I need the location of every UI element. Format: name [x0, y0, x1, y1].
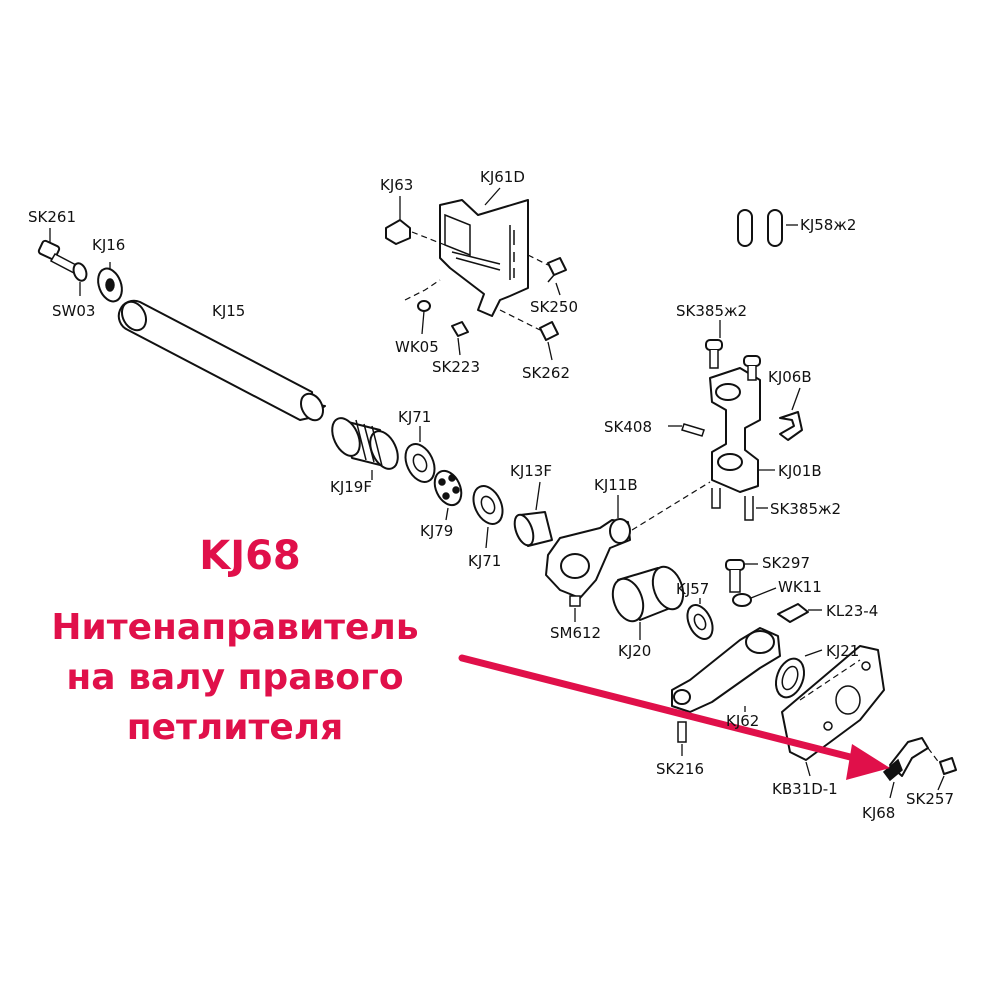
bracket-kj61d	[439, 187, 529, 317]
label-kj20: KJ20	[618, 642, 651, 660]
screws-sk385-bottom	[711, 488, 768, 521]
label-kj63: KJ63	[380, 176, 413, 194]
label-kj21: KJ21	[826, 642, 859, 660]
label-kj11b: KJ11B	[594, 476, 638, 494]
washer-wk11	[732, 587, 777, 607]
screw-sk262	[499, 309, 559, 361]
label-kj01b: KJ01B	[778, 462, 822, 480]
washer-sw03	[72, 262, 88, 296]
label-kj62: KJ62	[726, 712, 759, 730]
label-kj61d: KJ61D	[480, 168, 525, 186]
callout-line-2: на валу правого	[66, 657, 404, 698]
label-kj16: KJ16	[92, 236, 125, 254]
label-kj71-bottom: KJ71	[468, 552, 501, 570]
label-sk216: SK216	[656, 760, 704, 778]
label-sk223: SK223	[432, 358, 480, 376]
screw-sk408	[668, 423, 705, 437]
bearing-kj79	[433, 469, 463, 521]
label-sk297: SK297	[762, 554, 810, 572]
label-kj06b: KJ06B	[768, 368, 812, 386]
label-sk262: SK262	[522, 364, 570, 382]
arm-kj11b	[545, 481, 711, 599]
washer-kj16	[97, 262, 123, 303]
washer-kj57	[686, 598, 714, 640]
thread-guide-kj68	[882, 737, 929, 799]
screw-sm612	[569, 595, 581, 622]
clip-kj06b	[779, 387, 803, 441]
label-kb31d-1: KB31D-1	[772, 780, 838, 798]
label-sk385-bottom: SK385ж2	[770, 500, 841, 518]
label-wk05: WK05	[395, 338, 439, 356]
sleeve-kj13f	[513, 481, 553, 547]
label-sk257: SK257	[906, 790, 954, 808]
clamp-kj01b	[709, 367, 775, 493]
callout-part-code: KJ68	[199, 533, 301, 579]
ring-kj21	[774, 649, 823, 699]
pins-kj58	[737, 209, 798, 247]
washer-kj71-top	[404, 426, 436, 483]
label-kj58: KJ58ж2	[800, 216, 856, 234]
label-sk250: SK250	[530, 298, 578, 316]
screw-sk223	[451, 321, 469, 356]
label-kj15: KJ15	[212, 302, 245, 320]
screw-sk216	[677, 721, 687, 756]
label-sw03: SW03	[52, 302, 95, 320]
callout-line-3: петлителя	[126, 707, 344, 748]
washer-wk05	[404, 279, 441, 335]
label-kj57: KJ57	[676, 580, 709, 598]
label-kj19f: KJ19F	[330, 478, 372, 496]
label-sk408: SK408	[604, 418, 652, 436]
callout-line-1: Нитенаправитель	[51, 607, 419, 648]
label-kj71-top: KJ71	[398, 408, 431, 426]
label-kj13f: KJ13F	[510, 462, 552, 480]
screws-sk385-top	[705, 320, 761, 381]
callout-description: Нитенаправитель на валу правого петлител…	[20, 603, 450, 753]
label-sk261: SK261	[28, 208, 76, 226]
plate-kl23-4	[777, 603, 822, 623]
screw-sk297	[725, 559, 758, 593]
label-wk11: WK11	[778, 578, 822, 596]
block-kj63	[385, 196, 446, 246]
label-kl23-4: KL23-4	[826, 602, 878, 620]
label-sk385-top: SK385ж2	[676, 302, 747, 320]
screw-sk261	[37, 228, 80, 274]
shaft-kj15	[117, 299, 326, 422]
screw-sk257	[927, 747, 957, 791]
plate-kb31d-1	[781, 645, 885, 777]
pointer-arrow	[458, 654, 890, 780]
label-kj79: KJ79	[420, 522, 453, 540]
roller-kj20	[611, 565, 685, 640]
label-kj68: KJ68	[862, 804, 895, 822]
bushing-kj19f	[331, 417, 399, 480]
washer-kj71-bottom	[472, 485, 504, 549]
arm-kj62	[671, 627, 781, 713]
label-sm612: SM612	[550, 624, 601, 642]
screw-sk250	[527, 254, 567, 296]
